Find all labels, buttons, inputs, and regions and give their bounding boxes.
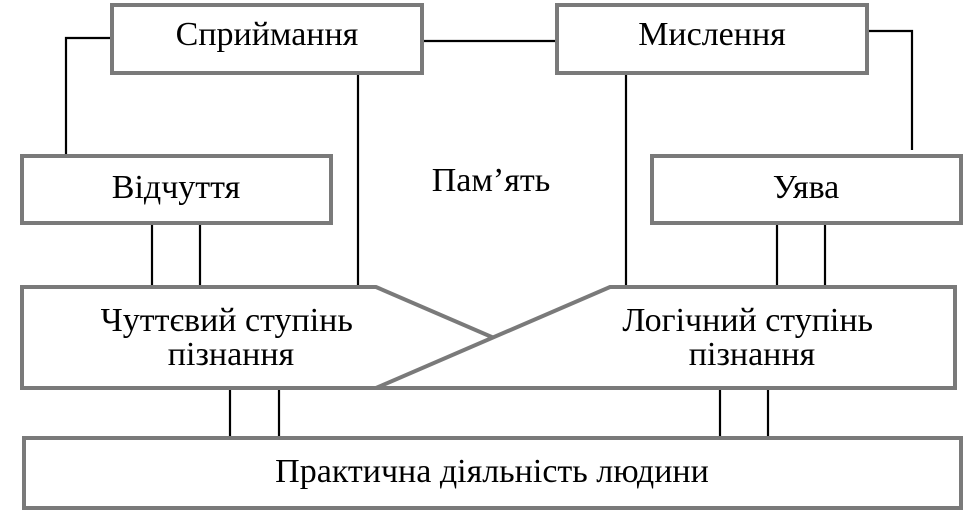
- sensation-label: Відчуття: [112, 169, 241, 206]
- logical-stage-line2: пізнання: [689, 336, 816, 373]
- connector-perception-sensation: [64, 36, 112, 155]
- logical-stage-shape: [375, 285, 957, 390]
- practice-box: [22, 436, 963, 510]
- perception-box: [110, 3, 424, 75]
- logical-stage-line1: Логічний ступінь: [622, 302, 873, 339]
- sensory-stage-line2: пізнання: [168, 336, 295, 373]
- connector-thinking-imagination: [867, 29, 914, 150]
- practice-label: Практична діяльність людини: [275, 453, 709, 490]
- sensation-box: [20, 154, 333, 225]
- perception-label: Сприймання: [176, 16, 359, 53]
- connectors: [64, 29, 914, 438]
- memory-label: Пам’ять: [432, 162, 551, 199]
- imagination-box: [650, 154, 963, 225]
- sensory-stage-label: Чуттєвий ступінь пізнання: [101, 302, 362, 373]
- thinking-box: [555, 3, 869, 75]
- logical-stage-label: Логічний ступінь пізнання: [622, 302, 881, 373]
- imagination-label: Уява: [773, 169, 840, 206]
- sensory-stage-line1: Чуттєвий ступінь: [101, 302, 353, 339]
- thinking-label: Мислення: [638, 16, 786, 53]
